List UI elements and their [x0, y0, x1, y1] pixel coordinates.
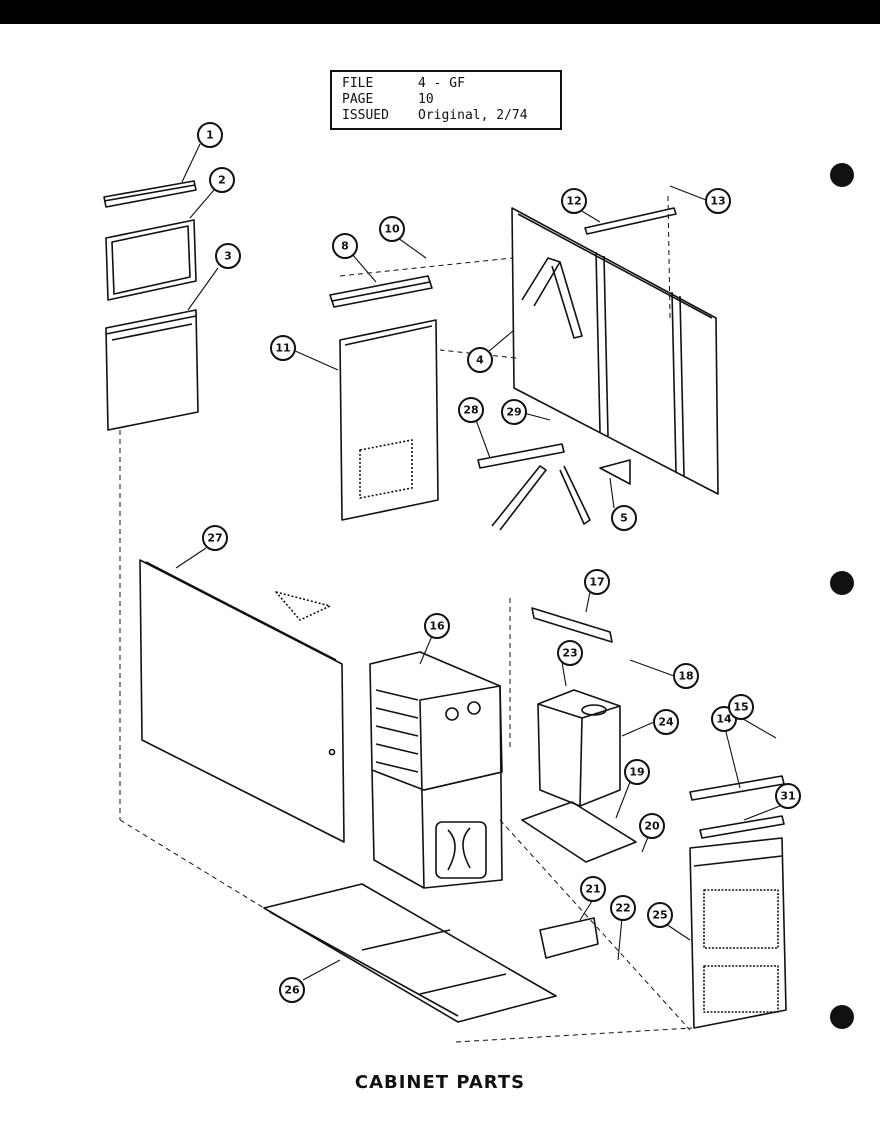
callout-label-24: 24 — [658, 716, 674, 729]
diagram-caption: CABINET PARTS — [354, 1072, 526, 1093]
callout-10 — [379, 216, 405, 242]
callout-22 — [610, 895, 636, 921]
part-14-strip — [689, 775, 785, 801]
callout-label-12: 12 — [566, 195, 581, 208]
callout-1 — [197, 122, 223, 148]
part-19-tray — [521, 801, 637, 863]
callout-19 — [624, 759, 650, 785]
part-26-base — [263, 883, 557, 1023]
callout-label-23: 23 — [562, 647, 577, 660]
callout-17 — [584, 569, 610, 595]
callout-label-31: 31 — [780, 790, 795, 803]
callout-label-2: 2 — [218, 174, 226, 187]
callout-label-1: 1 — [206, 129, 214, 142]
part-28-rail — [477, 443, 565, 469]
callout-26 — [279, 977, 305, 1003]
part-16-heat-exchanger — [369, 651, 503, 889]
callout-4 — [467, 347, 493, 373]
callout-29 — [501, 399, 527, 425]
callout-16 — [424, 613, 450, 639]
callout-12 — [561, 188, 587, 214]
callout-28 — [458, 397, 484, 423]
callout-18 — [673, 663, 699, 689]
callout-label-15: 15 — [733, 701, 748, 714]
part-12-strip — [584, 207, 677, 235]
callout-15 — [728, 694, 754, 720]
callout-label-6: 8 — [341, 240, 349, 253]
file-label: FILE — [342, 76, 374, 91]
callout-label-19: 19 — [629, 766, 644, 779]
part-25-front-panel — [689, 837, 787, 1029]
callout-label-5: 5 — [620, 512, 628, 525]
callout-label-13: 13 — [710, 195, 725, 208]
issued-label: ISSUED — [342, 108, 389, 123]
callout-27 — [202, 525, 228, 551]
part-27-side-panel — [139, 559, 345, 843]
part-4-rear-panel — [511, 207, 719, 495]
part-brackets-lower — [491, 459, 631, 531]
callout-label-16: 16 — [429, 620, 445, 633]
callout-8 — [332, 233, 358, 259]
callout-2 — [209, 167, 235, 193]
part-11-side-panel — [339, 319, 439, 521]
callout-label-21: 21 — [585, 883, 600, 896]
part-3-panel — [105, 309, 199, 431]
callout-5 — [611, 505, 637, 531]
callout-label-29: 29 — [506, 406, 521, 419]
page-value: 10 — [418, 92, 434, 107]
callout-label-3: 3 — [224, 250, 232, 263]
callout-label-4: 4 — [476, 354, 484, 367]
part-17-rail — [531, 607, 613, 643]
part-31-strip — [699, 815, 785, 839]
issued-value: Original, 2/74 — [418, 108, 528, 123]
file-info-box: FILE 4 - GF PAGE 10 ISSUED Original, 2/7… — [330, 70, 562, 130]
top-border-bar — [0, 0, 880, 24]
callout-bubbles — [197, 122, 801, 1003]
callout-label-11: 11 — [275, 342, 290, 355]
part-24-blower-box — [537, 689, 621, 807]
callout-label-18: 18 — [678, 670, 693, 683]
callout-leader-lines — [175, 143, 781, 981]
file-value: 4 - GF — [418, 76, 465, 91]
callout-21 — [580, 876, 606, 902]
page-label: PAGE — [342, 92, 374, 107]
callout-24 — [653, 709, 679, 735]
callout-25 — [647, 902, 673, 928]
binder-hole-bottom — [830, 1005, 854, 1029]
callout-label-20: 20 — [644, 820, 660, 833]
binder-hole-middle — [830, 571, 854, 595]
callout-label-28: 28 — [463, 404, 478, 417]
callout-label-14: 14 — [716, 713, 732, 726]
part-1-strip — [103, 180, 197, 208]
callout-label-26: 26 — [284, 984, 300, 997]
callout-20 — [639, 813, 665, 839]
callout-label-27: 27 — [207, 532, 222, 545]
binder-hole-top — [830, 163, 854, 187]
part-21-bracket — [539, 917, 599, 959]
callout-11 — [270, 335, 296, 361]
callout-13 — [705, 188, 731, 214]
callout-label-17: 17 — [589, 576, 604, 589]
callout-label-22: 22 — [615, 902, 630, 915]
part-8-bracket — [329, 275, 433, 308]
callout-label-25: 25 — [652, 909, 667, 922]
callout-labels: 1 2 3 4 5 8 8 10 11 12 13 14 15 16 17 18… — [206, 129, 795, 997]
part-2-frame — [105, 219, 197, 301]
callout-3 — [215, 243, 241, 269]
callout-23 — [557, 640, 583, 666]
callout-31 — [775, 783, 801, 809]
callout-label-10: 10 — [384, 223, 400, 236]
